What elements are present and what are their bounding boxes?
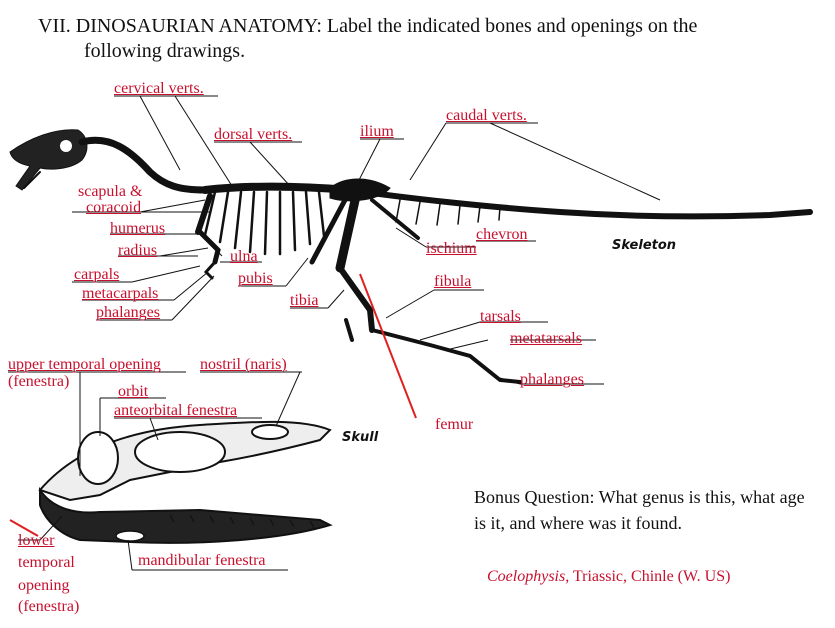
- label-ischium: ischium: [426, 240, 477, 257]
- label-lower-2: temporal: [18, 554, 75, 571]
- label-mandibular-fenestra: mandibular fenestra: [138, 552, 266, 569]
- neck-vertebrae: [78, 136, 209, 194]
- label-lower-1: lower: [18, 532, 55, 549]
- lower-temporal-pointer: [9, 519, 39, 537]
- label-fenestra-upper: (fenestra): [8, 373, 70, 390]
- femur-pointer: [359, 273, 417, 419]
- label-phalanges-foot: phalanges: [520, 371, 584, 388]
- label-phalanges-hand: phalanges: [96, 304, 160, 321]
- antorbital-opening: [134, 431, 226, 473]
- label-orbit: orbit: [118, 383, 149, 400]
- label-fibula: fibula: [434, 273, 472, 290]
- label-humerus: humerus: [110, 220, 166, 237]
- label-pubis: pubis: [238, 270, 273, 287]
- ribs: [203, 190, 326, 256]
- label-ilium: ilium: [360, 123, 394, 140]
- answer-details: , Triassic, Chinle (W. US): [565, 568, 731, 585]
- skeleton-skull: [9, 129, 88, 191]
- label-lower-4: (fenestra): [18, 598, 80, 615]
- skull-leader-lines: [8, 371, 302, 571]
- label-radius: radius: [118, 242, 158, 259]
- label-caudal-verts: caudal verts.: [446, 107, 527, 124]
- mandibular-opening: [115, 530, 145, 542]
- label-nostril: nostril (naris): [200, 356, 287, 373]
- label-cervical-verts: cervical verts.: [114, 80, 204, 97]
- label-femur: femur: [435, 416, 474, 433]
- bonus-question: Bonus Question: What genus is this, what…: [474, 487, 805, 533]
- orbit-opening: [77, 431, 119, 485]
- title-line-2: following drawings.: [84, 40, 246, 62]
- dorsal-vertebrae: [201, 182, 354, 194]
- skull-drawing: [38, 420, 333, 544]
- foot-bones: [370, 328, 522, 384]
- label-antorbital-fenestra: anteorbital fenestra: [114, 402, 238, 419]
- scapula-bone: [195, 193, 213, 235]
- arm-bones: [197, 229, 221, 265]
- bonus-answer: Coelophysis, Triassic, Chinle (W. US): [487, 568, 730, 586]
- label-tibia: tibia: [290, 292, 319, 309]
- tail-vertebrae: [347, 187, 813, 220]
- hand-bones: [203, 260, 217, 280]
- title-line-1: VII. DINOSAURIAN ANATOMY: Label the indi…: [38, 15, 698, 37]
- naris-opening: [251, 424, 289, 440]
- label-metatarsals: metatarsals: [510, 330, 582, 347]
- pubis-bone: [309, 197, 348, 265]
- label-scapula: scapula &: [78, 183, 143, 200]
- label-chevron: chevron: [476, 226, 528, 243]
- skull-caption: Skull: [342, 430, 379, 445]
- tibia-bone: [337, 265, 375, 333]
- label-lower-3: opening: [18, 577, 70, 594]
- label-carpals: carpals: [74, 266, 120, 283]
- skeleton-leader-lines: [72, 95, 661, 385]
- worksheet-title: VII. DINOSAURIAN ANATOMY: Label the indi…: [38, 14, 798, 64]
- label-upper-temporal-opening: upper temporal opening: [8, 356, 161, 373]
- skeleton-caption: Skeleton: [612, 238, 677, 253]
- label-tarsals: tarsals: [480, 308, 521, 325]
- label-dorsal-verts: dorsal verts.: [214, 126, 293, 143]
- label-metacarpals: metacarpals: [82, 285, 159, 302]
- label-ulna: ulna: [230, 248, 258, 265]
- answer-genus: Coelophysis: [487, 568, 566, 585]
- skeleton-drawing: [9, 129, 813, 384]
- ischium-bone: [370, 198, 420, 240]
- femur-bone: [335, 191, 361, 273]
- label-coracoid: coracoid: [86, 199, 142, 216]
